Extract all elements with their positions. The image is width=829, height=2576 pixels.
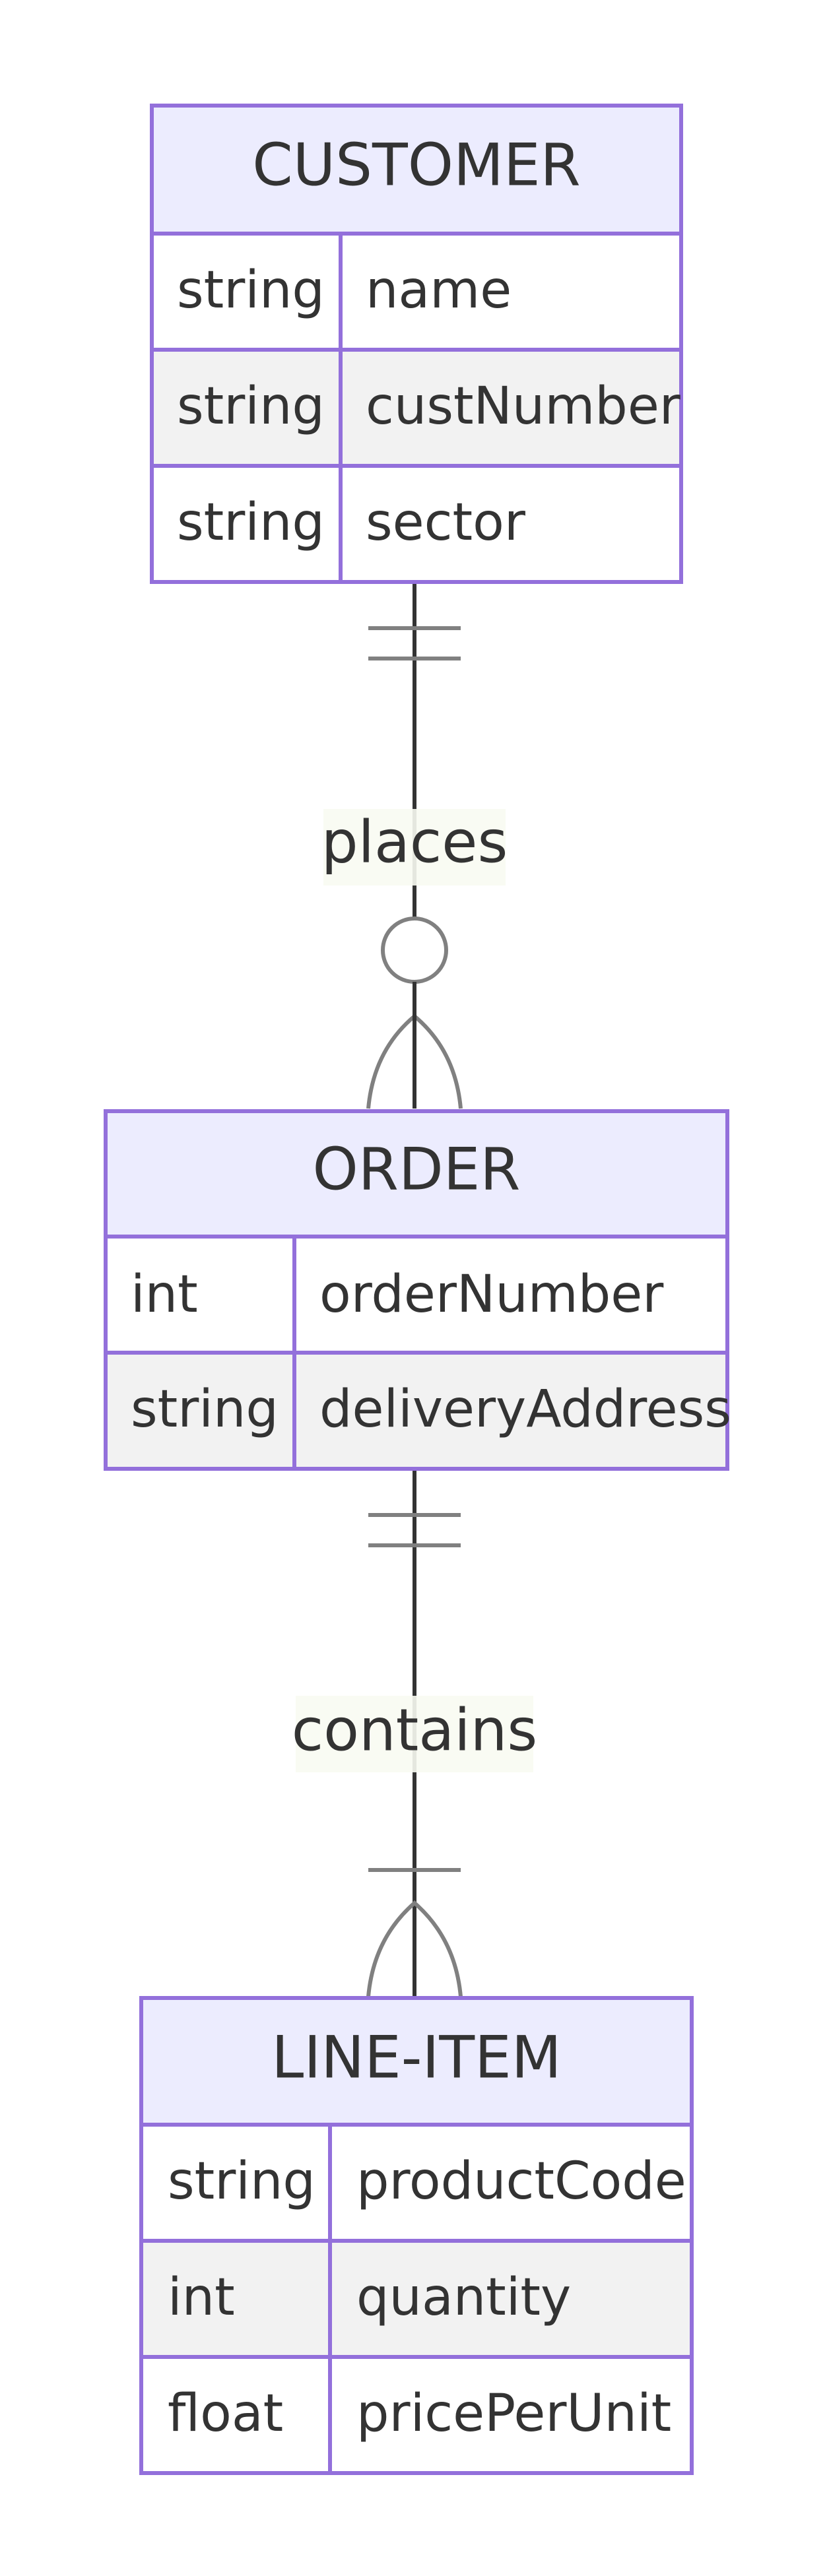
entity-line-item: LINE-ITEM string productCode int quantit… (139, 1996, 694, 2475)
entity-order: ORDER int orderNumber string deliveryAdd… (104, 1109, 731, 1471)
attribute-type-cell (139, 2355, 332, 2475)
attribute-type-cell (150, 464, 343, 584)
attribute-type: string (177, 493, 325, 552)
attribute-type-cell (104, 1351, 296, 1471)
attribute-type: int (168, 2268, 235, 2327)
attribute-type-cell (139, 2123, 332, 2243)
relationship-label-contains: contains (292, 1696, 538, 1764)
attribute-name: pricePerUnit (356, 2384, 671, 2443)
attribute-name: quantity (356, 2268, 571, 2327)
attribute-name-cell (339, 464, 683, 584)
attribute-name-cell (328, 2239, 694, 2359)
attribute-type: float (168, 2384, 283, 2443)
attribute-name-cell (292, 1235, 729, 1355)
attribute-name: name (366, 261, 512, 320)
many-crowfoot-marker (366, 1900, 463, 1997)
attribute-type: string (177, 377, 325, 436)
entity-header (139, 1996, 694, 2127)
attribute-name: orderNumber (319, 1265, 664, 1324)
zero-marker-circle (381, 917, 448, 984)
attribute-name-cell (328, 2355, 694, 2475)
attribute-name: sector (366, 493, 526, 552)
entity-title: LINE-ITEM (271, 2024, 561, 2092)
entity-title: CUSTOMER (252, 131, 580, 199)
attribute-name-cell (292, 1351, 729, 1471)
entity-customer: CUSTOMER string name string custNumber s… (150, 104, 683, 584)
relationship-label-places: places (321, 808, 508, 876)
relationship-contains: contains (292, 1469, 538, 1997)
relationship-label-background (296, 1696, 533, 1772)
attribute-type-cell (139, 2239, 332, 2359)
attribute-name: custNumber (366, 377, 681, 436)
attribute-name: deliveryAddress (319, 1380, 731, 1439)
attribute-type: string (168, 2152, 315, 2211)
attribute-type: int (131, 1265, 198, 1324)
attribute-type: string (177, 261, 325, 320)
attribute-name: productCode (356, 2152, 686, 2211)
attribute-type-cell (104, 1235, 296, 1355)
entity-title: ORDER (313, 1136, 521, 1204)
attribute-type: string (131, 1380, 279, 1439)
relationship-label-background (323, 809, 506, 886)
attribute-name-cell (328, 2123, 694, 2243)
relationship-places: places (321, 582, 508, 1109)
attribute-name-cell (339, 348, 683, 468)
